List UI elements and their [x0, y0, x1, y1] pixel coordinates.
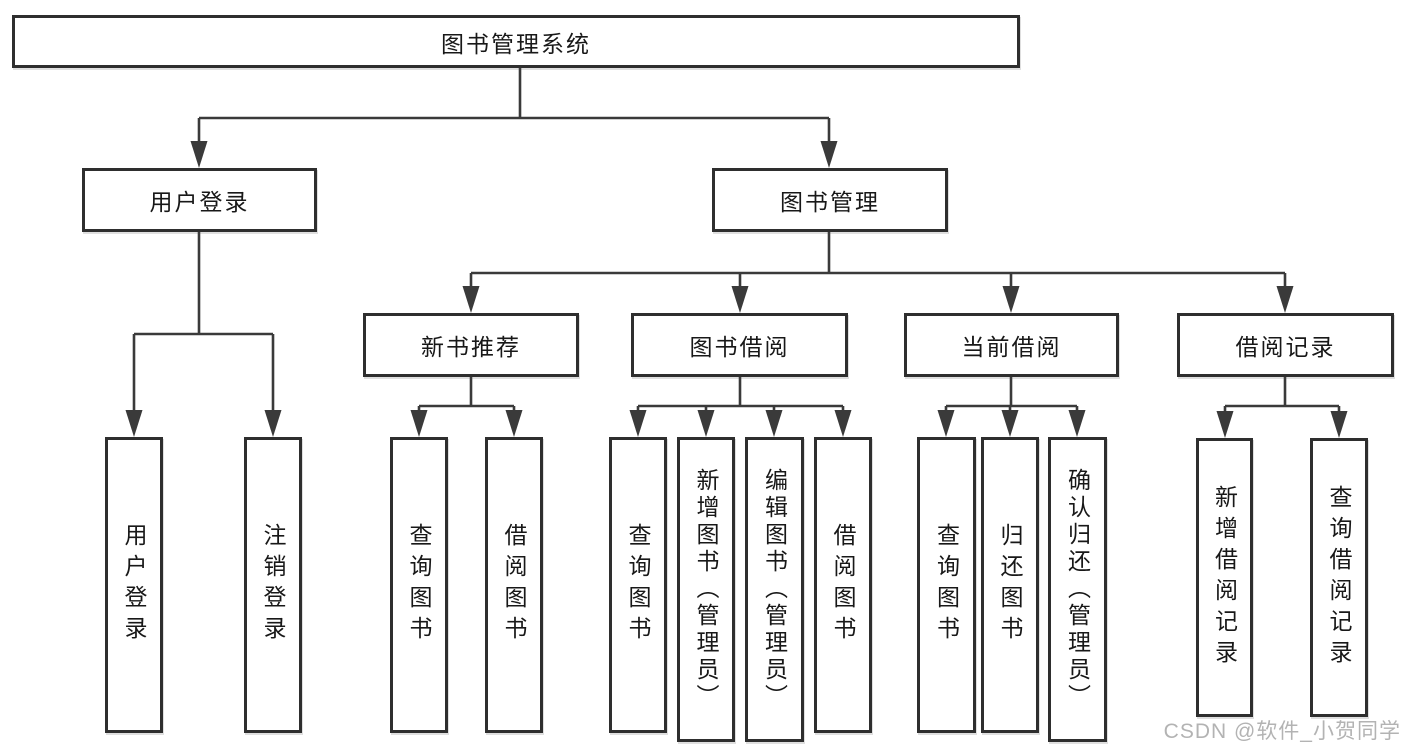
leaf-query-borrow-record: 查询借阅记录	[1310, 438, 1368, 717]
node-root-library-system: 图书管理系统	[12, 15, 1020, 68]
node-current-borrow: 当前借阅	[904, 313, 1119, 377]
node-borrow-records: 借阅记录	[1177, 313, 1394, 377]
leaf-user-login: 用户登录	[105, 437, 163, 733]
leaf-query-books-recommend: 查询图书	[390, 437, 448, 733]
node-user-login: 用户登录	[82, 168, 317, 232]
connector-new-book-children	[410, 377, 523, 437]
connector-user-login-children	[125, 232, 282, 437]
leaf-edit-book-admin: 编辑图书（管理员）	[745, 437, 804, 742]
connector-root-to-level2	[190, 68, 838, 168]
leaf-borrow-books-borrow: 借阅图书	[814, 437, 872, 733]
connector-book-borrow-children	[629, 377, 852, 437]
leaf-logout: 注销登录	[244, 437, 302, 733]
leaf-borrow-books-recommend: 借阅图书	[485, 437, 543, 733]
leaf-query-books-borrow: 查询图书	[609, 437, 667, 733]
leaf-query-books-current: 查询图书	[917, 437, 976, 733]
leaf-confirm-return-admin: 确认归还（管理员）	[1048, 437, 1107, 742]
csdn-watermark: CSDN @软件_小贺同学	[1163, 720, 1401, 743]
connector-borrow-records-children	[1216, 377, 1348, 438]
leaf-return-book: 归还图书	[981, 437, 1039, 733]
node-book-borrow: 图书借阅	[631, 313, 848, 377]
leaf-add-book-admin: 新增图书（管理员）	[677, 437, 735, 742]
connector-current-borrow-children	[937, 377, 1086, 437]
leaf-add-borrow-record: 新增借阅记录	[1196, 438, 1253, 717]
node-new-book-recommend: 新书推荐	[363, 313, 579, 377]
node-book-management: 图书管理	[712, 168, 948, 232]
connector-book-management-sections	[462, 232, 1294, 313]
